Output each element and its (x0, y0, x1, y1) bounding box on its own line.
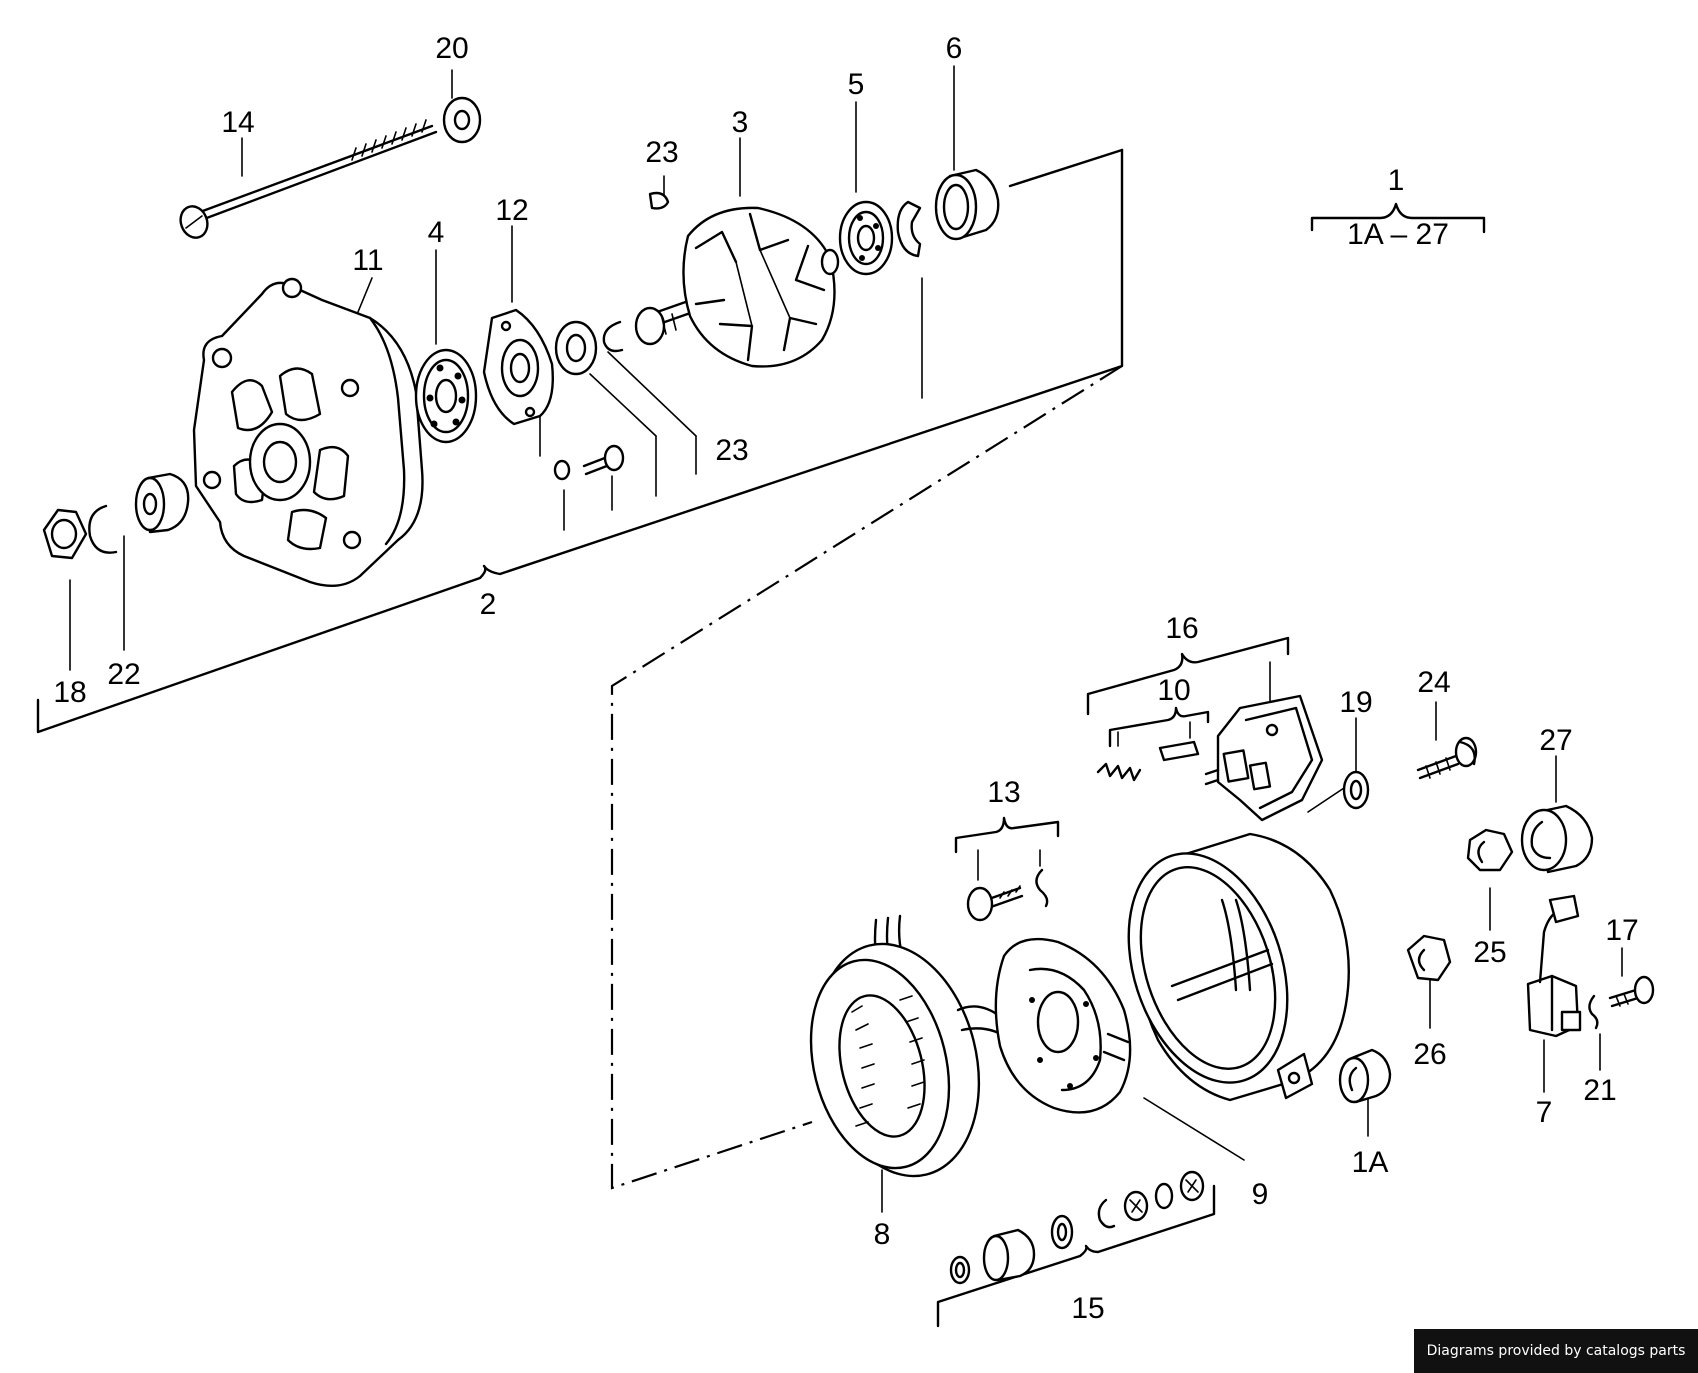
part-7-capacitor (1526, 894, 1582, 1038)
spacer-sleeve (134, 472, 190, 534)
label-24: 24 (1417, 666, 1450, 699)
label-1A: 1A (1352, 1146, 1389, 1179)
part-14-through-bolt (179, 119, 438, 239)
label-9: 9 (1252, 1178, 1269, 1211)
part-17-screw (1608, 975, 1655, 1008)
part-3-rotor (634, 206, 840, 368)
label-16: 16 (1165, 612, 1198, 645)
label-14: 14 (221, 106, 254, 139)
small-washer-12 (553, 459, 571, 481)
label-6: 6 (946, 32, 963, 65)
part-27-cap (1520, 804, 1594, 874)
label-26: 26 (1413, 1038, 1446, 1071)
part-1A-sleeve (1338, 1048, 1392, 1104)
part-10-brush (1158, 740, 1200, 762)
part-10-spring (1096, 762, 1142, 782)
label-27: 27 (1539, 724, 1572, 757)
label-1-range: 1A – 27 (1347, 218, 1449, 251)
label-23-lower: 23 (715, 434, 748, 467)
part-9-rectifier (994, 937, 1132, 1114)
label-20: 20 (435, 32, 468, 65)
part-18-nut (42, 508, 88, 560)
part-19-o-ring (1342, 770, 1370, 810)
part-12-bearing-retainer (482, 308, 554, 426)
spring-ring (896, 200, 922, 258)
part-4-bearing (414, 348, 478, 444)
label-12: 12 (495, 194, 528, 227)
label-11: 11 (352, 244, 383, 277)
bracket-1 (1310, 202, 1486, 234)
part-labels: 1 1A – 27 1A 2 3 4 5 6 7 8 9 10 11 12 13… (53, 32, 1638, 1325)
bracket-2-top-stub (1008, 148, 1124, 188)
diagram-credit-badge: Diagrams provided by catalogs parts (1414, 1329, 1698, 1373)
bracket-16 (1086, 636, 1290, 716)
leader-lines (69, 65, 1623, 1213)
part-16-brush-holder (1204, 694, 1324, 822)
label-2: 2 (480, 588, 497, 621)
label-18: 18 (53, 676, 86, 709)
spacer-ring (554, 320, 598, 376)
bracket-15 (936, 1184, 1216, 1328)
label-1: 1 (1388, 164, 1405, 197)
label-25: 25 (1473, 936, 1506, 969)
part-23-woodruff-key (648, 191, 670, 210)
part-25-nut (1466, 828, 1514, 872)
label-10: 10 (1157, 674, 1190, 707)
small-screw-12 (582, 444, 625, 476)
bracket-10 (1108, 706, 1210, 748)
part-22-lock-washer (88, 504, 118, 554)
part-21-spring-washer (1588, 994, 1599, 1030)
label-5: 5 (848, 68, 865, 101)
label-23-upper: 23 (645, 136, 678, 169)
bracket-2-line (36, 148, 1124, 734)
part-5-bearing (838, 200, 894, 276)
part-6-bearing-cap (934, 168, 1000, 241)
part-26-cap-nut (1406, 934, 1452, 982)
part-13-screw (966, 885, 1024, 922)
part-15-small-parts-set (949, 1170, 1205, 1285)
label-13: 13 (987, 776, 1020, 809)
label-15: 15 (1071, 1292, 1104, 1325)
slip-ring-end-housing (1127, 832, 1350, 1102)
part-8-stator (809, 914, 1012, 1178)
label-17: 17 (1605, 914, 1638, 947)
bracket-lines (36, 148, 1486, 1328)
label-19: 19 (1339, 686, 1372, 719)
bracket-13 (954, 816, 1060, 854)
part-11-drive-end-housing (192, 277, 424, 588)
label-8: 8 (874, 1218, 891, 1251)
part-24-screw (1416, 736, 1478, 780)
part-13-spring-washer (1035, 868, 1049, 908)
label-3: 3 (732, 106, 749, 139)
label-4: 4 (428, 216, 445, 249)
label-22: 22 (107, 658, 140, 691)
label-7: 7 (1536, 1096, 1553, 1129)
part-23-circlip (602, 320, 624, 353)
label-21: 21 (1583, 1074, 1616, 1107)
part-20-washer (442, 96, 482, 144)
